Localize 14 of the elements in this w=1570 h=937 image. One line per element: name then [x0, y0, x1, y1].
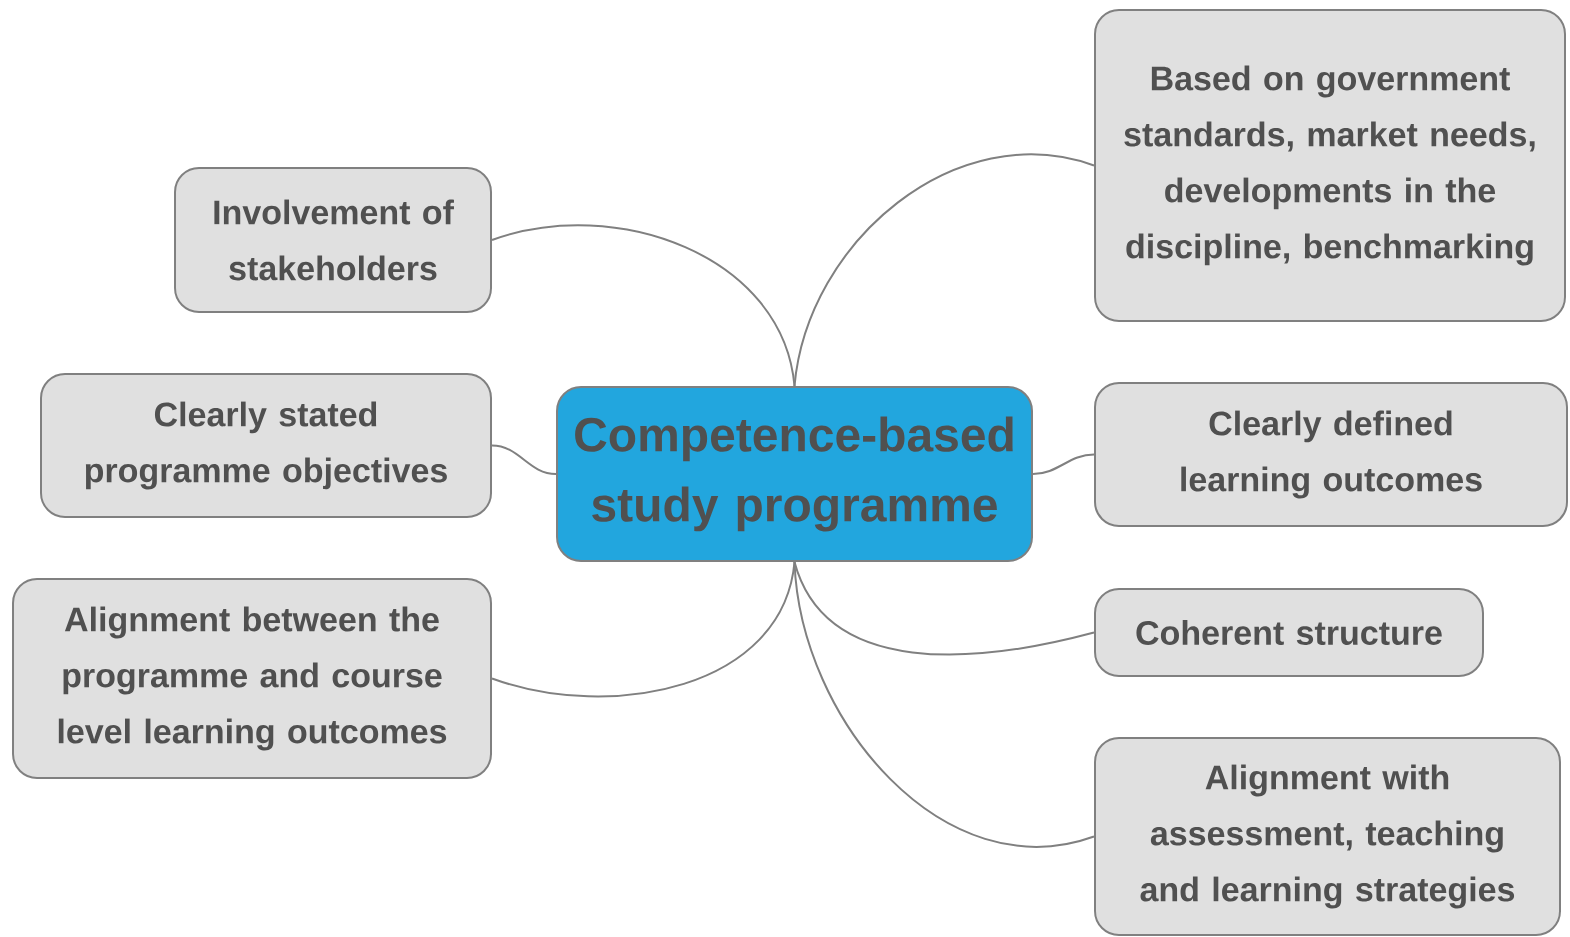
topic-box: Alignment with assessment, teaching and learning strategies: [1094, 737, 1561, 936]
topic-box: Involvement of stakeholders: [174, 167, 492, 313]
connector-line: [1032, 453, 1095, 475]
topic-box: Clearly defined learning outcomes: [1094, 382, 1568, 527]
topic-box: Clearly stated programme objectives: [40, 373, 492, 518]
connector-line: [491, 224, 796, 387]
connector-line: [793, 153, 1095, 387]
connector-line: [491, 444, 557, 475]
topic-box: Based on government standards, market needs, developments in the discipline, benchmarking: [1094, 9, 1566, 322]
topic-box: Coherent structure: [1094, 588, 1484, 677]
connector-line: [793, 561, 1095, 848]
topic-box: Alignment between the programme and course level learning outcomes: [12, 578, 492, 779]
central-topic-box: Competence-based study programme: [556, 386, 1033, 562]
connector-line: [491, 561, 796, 698]
